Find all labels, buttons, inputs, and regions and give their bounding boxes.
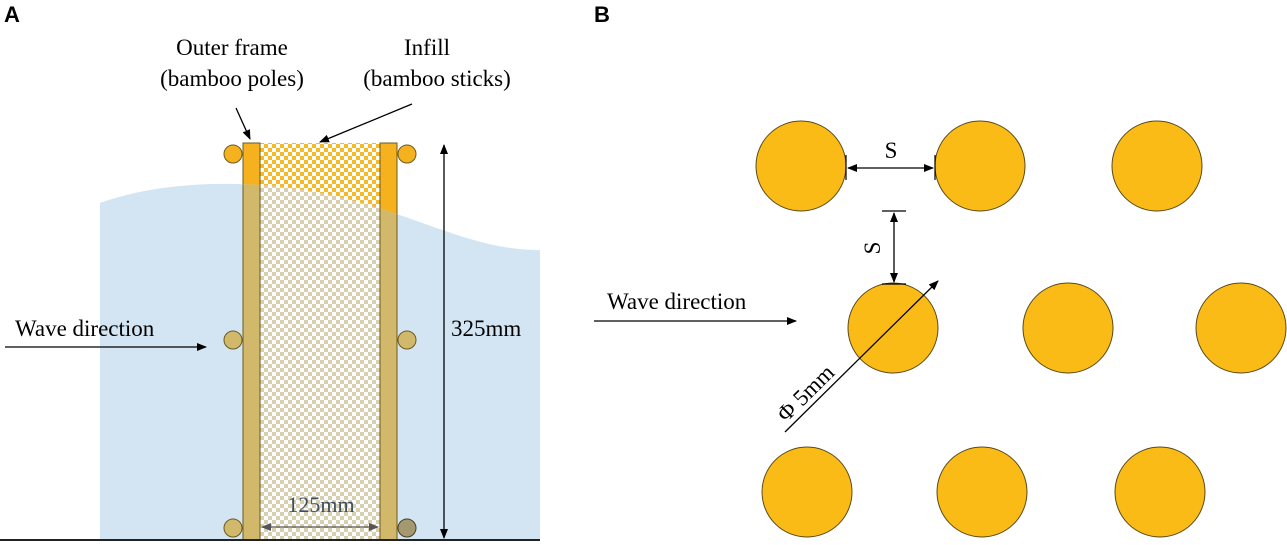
wave-direction-label-b: Wave direction <box>607 289 747 314</box>
bamboo-stick <box>1022 282 1114 374</box>
bamboo-stick <box>847 282 939 374</box>
panel-b: B S S Φ 5mm Wave direction <box>594 2 1287 538</box>
infill-label: Infill <box>404 35 450 60</box>
wave-direction-label-a: Wave direction <box>15 316 155 341</box>
height-label: 325mm <box>451 316 521 341</box>
panel-a: A Outer frame (bamboo poles) Infill (bam… <box>0 2 540 541</box>
bamboo-stick <box>1195 282 1287 374</box>
outer-frame-label: Outer frame <box>176 35 288 60</box>
bamboo-stick <box>1111 120 1203 212</box>
cross-pole-circle <box>223 144 243 164</box>
pole-left-wet <box>242 183 261 541</box>
submerged-structure <box>242 183 398 541</box>
outer-frame-pointer <box>235 107 251 140</box>
cross-pole-circle <box>223 330 243 350</box>
outer-frame-sublabel: (bamboo poles) <box>160 66 304 91</box>
infill-pointer <box>319 103 413 143</box>
cross-pole-circle <box>397 330 417 350</box>
cross-pole-circle <box>223 518 243 538</box>
spacing-h-label: S <box>885 138 898 163</box>
panel-b-letter: B <box>594 2 610 27</box>
bamboo-stick <box>936 446 1028 538</box>
infill-wet <box>259 183 381 540</box>
diameter-label: Φ 5mm <box>772 360 839 427</box>
bamboo-stick <box>761 446 853 538</box>
width-label: 125mm <box>287 492 354 517</box>
diameter-line <box>784 280 939 433</box>
cross-pole-circle <box>397 518 417 538</box>
infill-sublabel: (bamboo sticks) <box>363 66 511 91</box>
spacing-v-label: S <box>860 242 885 255</box>
bamboo-stick <box>1114 446 1206 538</box>
bamboo-stick <box>934 120 1026 212</box>
bamboo-stick <box>755 120 847 212</box>
cross-pole-circle <box>397 144 417 164</box>
panel-a-letter: A <box>4 2 20 27</box>
